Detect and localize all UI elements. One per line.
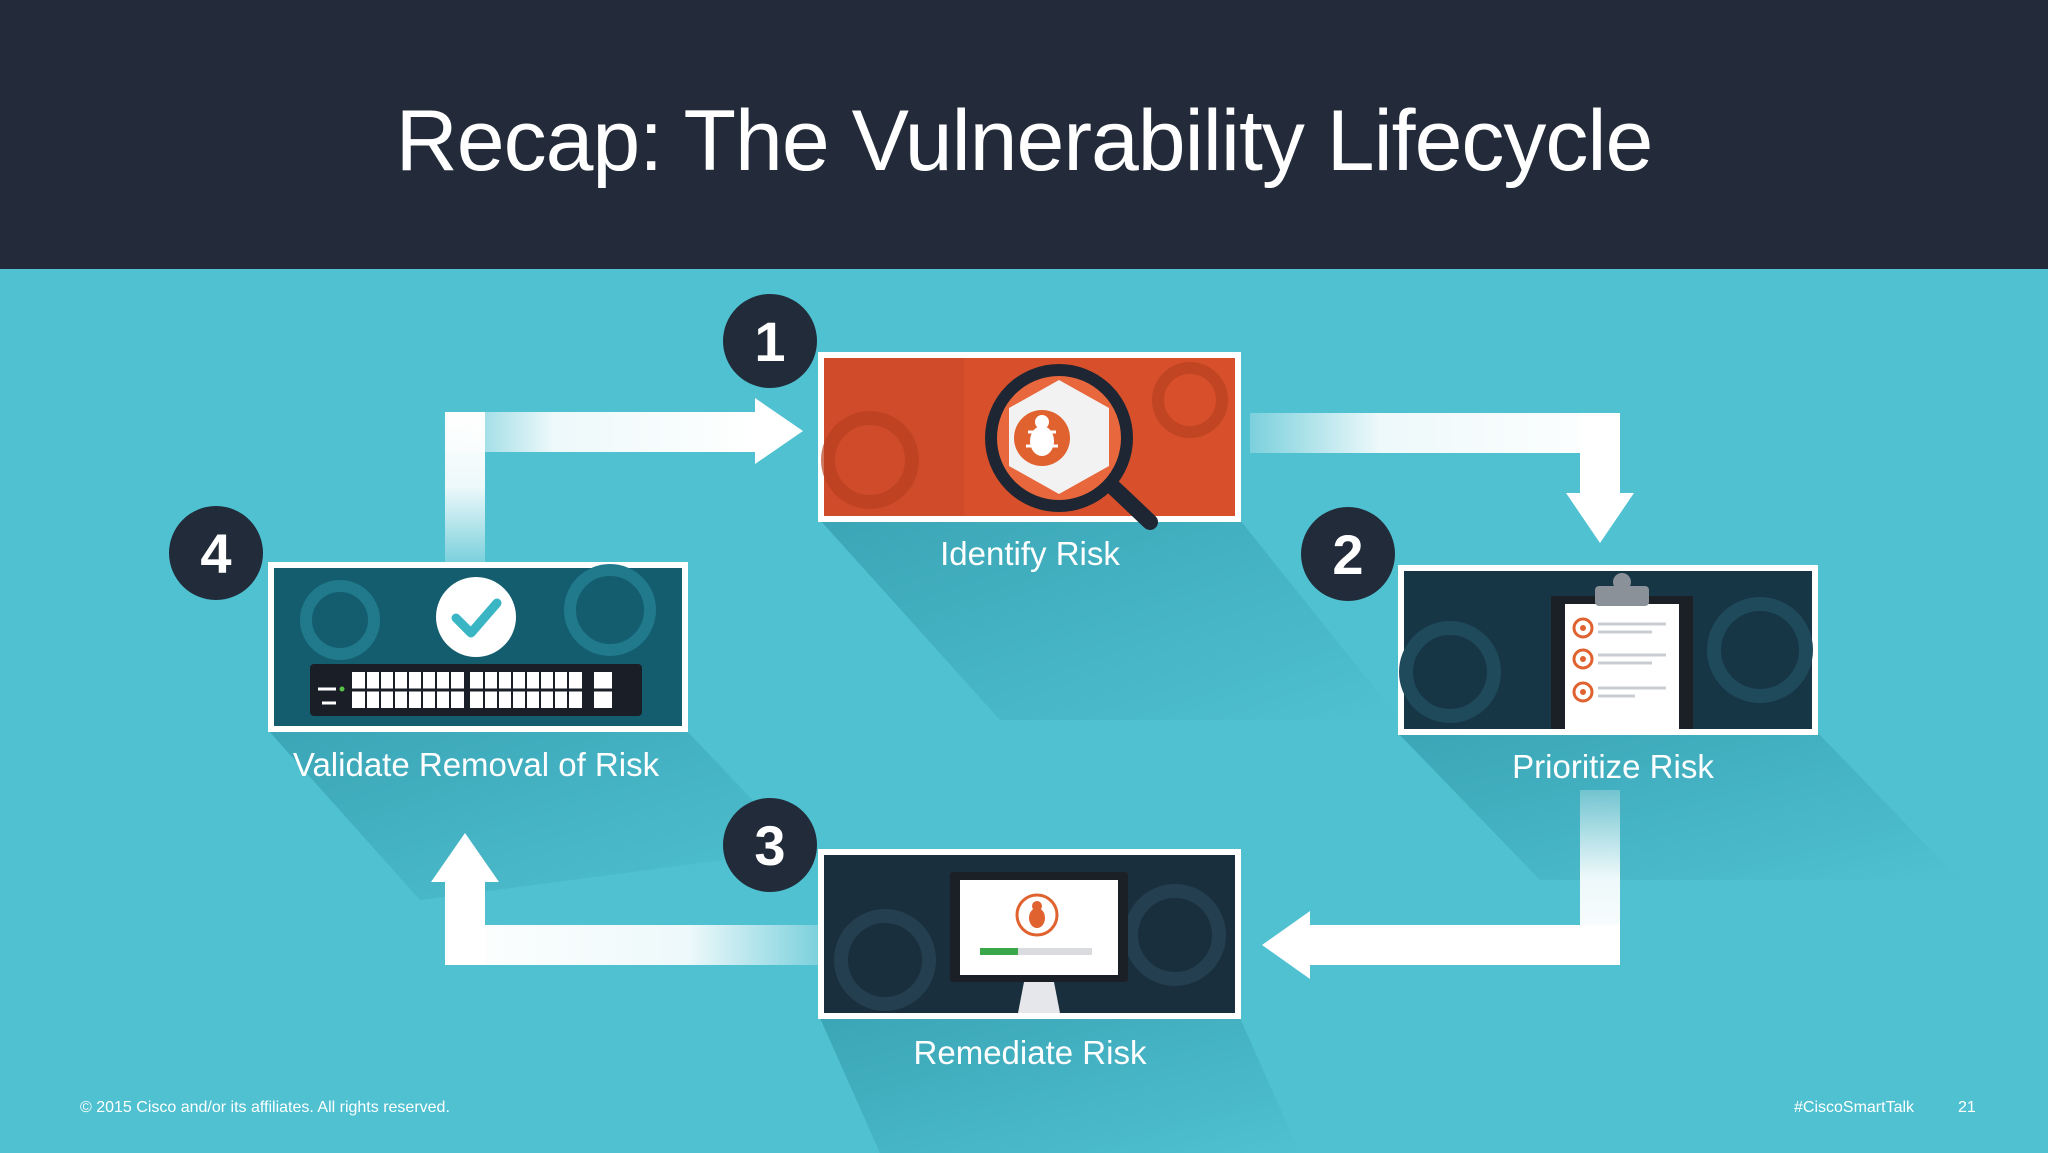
arrow-identify-to-prioritize (1250, 413, 1634, 543)
card-shadow (1398, 733, 1960, 880)
remediate-risk-card (818, 849, 1241, 1019)
card-shadow (820, 520, 1400, 720)
step-label-remediate: Remediate Risk (913, 1034, 1147, 1071)
step-label-validate: Validate Removal of Risk (292, 746, 660, 783)
step-number-1: 1 (754, 310, 785, 373)
monitor-bug-progress-icon (950, 872, 1128, 1013)
clipboard-checklist-icon (1551, 573, 1693, 729)
magnifier-bug-icon (985, 364, 1158, 530)
page-number: 21 (1958, 1099, 1976, 1116)
card-shadow (820, 1018, 1300, 1153)
step-number-3: 3 (754, 814, 785, 877)
checkmark-icon (436, 577, 516, 657)
step-label-prioritize: Prioritize Risk (1512, 748, 1714, 785)
network-switch-icon (310, 664, 642, 716)
title-bar (0, 0, 2048, 269)
arrow-validate-to-identify (445, 398, 803, 562)
validate-removal-card (268, 562, 688, 732)
step-badge-3: 3 (723, 798, 817, 892)
step-badge-2: 2 (1301, 507, 1395, 601)
step-badge-1: 1 (723, 294, 817, 388)
arrow-prioritize-to-remediate (1262, 790, 1620, 979)
slide-title: Recap: The Vulnerability Lifecycle (395, 93, 1654, 189)
step-number-2: 2 (1332, 523, 1363, 586)
identify-risk-card (818, 352, 1241, 530)
copyright-text: © 2015 Cisco and/or its affiliates. All … (80, 1099, 450, 1116)
step-label-identify: Identify Risk (940, 535, 1120, 572)
hashtag-text: #CiscoSmartTalk (1794, 1099, 1915, 1116)
arrow-remediate-to-validate (431, 833, 820, 965)
prioritize-risk-card (1398, 565, 1818, 735)
step-number-4: 4 (200, 522, 231, 585)
step-badge-4: 4 (169, 506, 263, 600)
card-shadow (268, 730, 800, 900)
